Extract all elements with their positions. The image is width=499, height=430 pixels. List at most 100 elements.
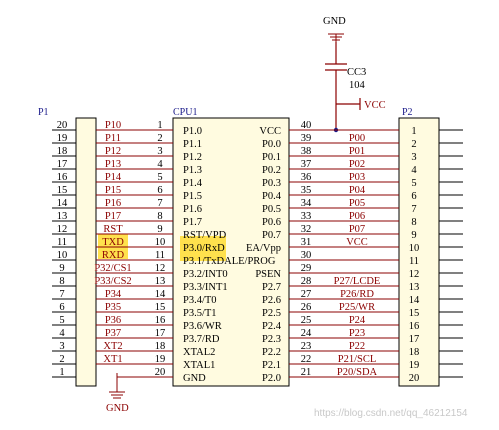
watermark: https://blog.csdn.net/qq_46212154	[314, 408, 468, 419]
cpu-left-pin-name: P3.5/T1	[183, 308, 217, 319]
p1-net-label: P35	[105, 302, 121, 313]
p1-pin-number: 3	[59, 341, 64, 352]
p2-pin-number: 19	[409, 360, 420, 371]
cpu-left-pin-name: P1.4	[183, 178, 203, 189]
cpu-left-pin-number: 7	[157, 198, 162, 209]
p1-net-label: XT2	[103, 341, 122, 352]
p1-net-label: P12	[105, 146, 121, 157]
cpu-right-pin-name: P2.2	[262, 347, 281, 358]
p1-pin-number: 1	[59, 367, 64, 378]
p2-net-label: P20/SDA	[337, 367, 378, 378]
cpu-left-pin-number: 9	[157, 224, 162, 235]
cpu-right-pin-number: 27	[301, 289, 312, 300]
p2-net-label: P02	[349, 159, 365, 170]
cpu-left-pin-name: P3.6/WR	[183, 321, 222, 332]
cpu-right-pin-name: P2.1	[262, 360, 281, 371]
p2-pin-number: 6	[411, 191, 416, 202]
cpu-right-pin-number: 22	[301, 354, 312, 365]
cpu-right-pin-name: P0.7	[262, 230, 281, 241]
cpu-right-pin-number: 40	[301, 120, 312, 131]
p2-pin-number: 12	[409, 269, 420, 280]
p2-net-label: P03	[349, 172, 365, 183]
p1-pin-number: 8	[59, 276, 64, 287]
p1-pin-number: 11	[57, 237, 67, 248]
p2-pin-number: 11	[409, 256, 419, 267]
cpu-right-pin-name: P2.3	[262, 334, 281, 345]
cpu-right-pin-name: P0.4	[262, 191, 282, 202]
cpu-left-pin-name: P1.7	[183, 217, 202, 228]
p1-net-label: P16	[105, 198, 121, 209]
cpu-right-pin-number: 26	[301, 302, 312, 313]
p2-net-label: VCC	[346, 237, 368, 248]
cpu-right-pin-name: P2.0	[262, 373, 281, 384]
p2-net-label: P07	[349, 224, 365, 235]
p1-pin-number: 4	[59, 328, 65, 339]
p1-pin-number: 20	[57, 120, 68, 131]
p2-net-label: P27/LCDE	[334, 276, 381, 287]
p2-pin-number: 10	[409, 243, 420, 254]
p1-net-label: P34	[105, 289, 122, 300]
p1-pin-number: 6	[59, 302, 64, 313]
cpu-left-pin-name: P1.3	[183, 165, 202, 176]
header-p2-label: P2	[402, 107, 413, 118]
cpu-right-pin-name: P0.0	[262, 139, 281, 150]
cpu-left-pin-name: XTAL2	[183, 347, 215, 358]
cpu-right-pin-name: EA/Vpp	[246, 243, 281, 254]
cpu-left-pin-name: XTAL1	[183, 360, 215, 371]
p1-pin-number: 10	[57, 250, 68, 261]
cpu-left-pin-name: RST/VPD	[183, 230, 227, 241]
cpu-left-pin-number: 14	[155, 289, 166, 300]
p1-pin-number: 9	[59, 263, 64, 274]
cpu-left-pin-number: 12	[155, 263, 166, 274]
p2-pin-number: 1	[411, 126, 416, 137]
cpu-left-pin-number: 17	[155, 328, 166, 339]
cpu-left-pin-name: P3.0/RxD	[183, 243, 225, 254]
cpu-right-pin-number: 24	[301, 328, 312, 339]
p1-pin-number: 7	[59, 289, 64, 300]
cpu-right-pin-name: P0.2	[262, 165, 281, 176]
p1-pin-number: 12	[57, 224, 68, 235]
cpu-left-pin-number: 8	[157, 211, 162, 222]
p1-pin-number: 16	[57, 172, 68, 183]
p1-net-label: P32/CS1	[94, 263, 131, 274]
p1-pin-number: 14	[57, 198, 68, 209]
p1-pin-number: 5	[59, 315, 64, 326]
cpu-right-pin-number: 36	[301, 172, 312, 183]
p2-pin-number: 2	[411, 139, 416, 150]
cpu-right-pin-number: 30	[301, 250, 312, 261]
header-cpu-label: CPU1	[173, 107, 197, 118]
p2-net-label: P00	[349, 133, 365, 144]
capacitor-cc3	[325, 42, 347, 104]
cpu-right-pin-number: 34	[301, 198, 312, 209]
p2-net-label: P26/RD	[340, 289, 374, 300]
cpu-left-pin-name: P3.4/T0	[183, 295, 217, 306]
p2-pin-number: 14	[409, 295, 420, 306]
cpu-left-pin-number: 13	[155, 276, 166, 287]
cpu-right-pin-number: 35	[301, 185, 312, 196]
gnd-bottom-symbol	[109, 373, 125, 399]
connector-p2-body	[398, 117, 440, 387]
cpu-left-pin-number: 16	[155, 315, 166, 326]
p2-pin-number: 15	[409, 308, 420, 319]
p1-net-label: TXD	[102, 237, 124, 248]
cpu-right-pin-name: P0.5	[262, 204, 281, 215]
cpu-left-pin-name: P1.2	[183, 152, 202, 163]
cpu-left-pin-number: 11	[155, 250, 165, 261]
p1-net-label: P10	[105, 120, 121, 131]
vcc-label: VCC	[364, 100, 386, 111]
cpu-left-pin-number: 6	[157, 185, 162, 196]
vcc-symbol	[335, 98, 361, 130]
p2-pin-number: 5	[411, 178, 416, 189]
cpu-left-pin-number: 2	[157, 133, 162, 144]
connector-p1-body	[75, 117, 97, 387]
p1-pin-number: 17	[57, 159, 68, 170]
cpu-right-pin-name: P2.5	[262, 308, 281, 319]
cpu-left-pin-name: P1.1	[183, 139, 202, 150]
cpu-left-pin-number: 5	[157, 172, 162, 183]
p2-net-label: P04	[349, 185, 366, 196]
cpu-right-pin-number: 38	[301, 146, 312, 157]
p1-pin-number: 13	[57, 211, 68, 222]
cpu-right-pin-number: 25	[301, 315, 312, 326]
